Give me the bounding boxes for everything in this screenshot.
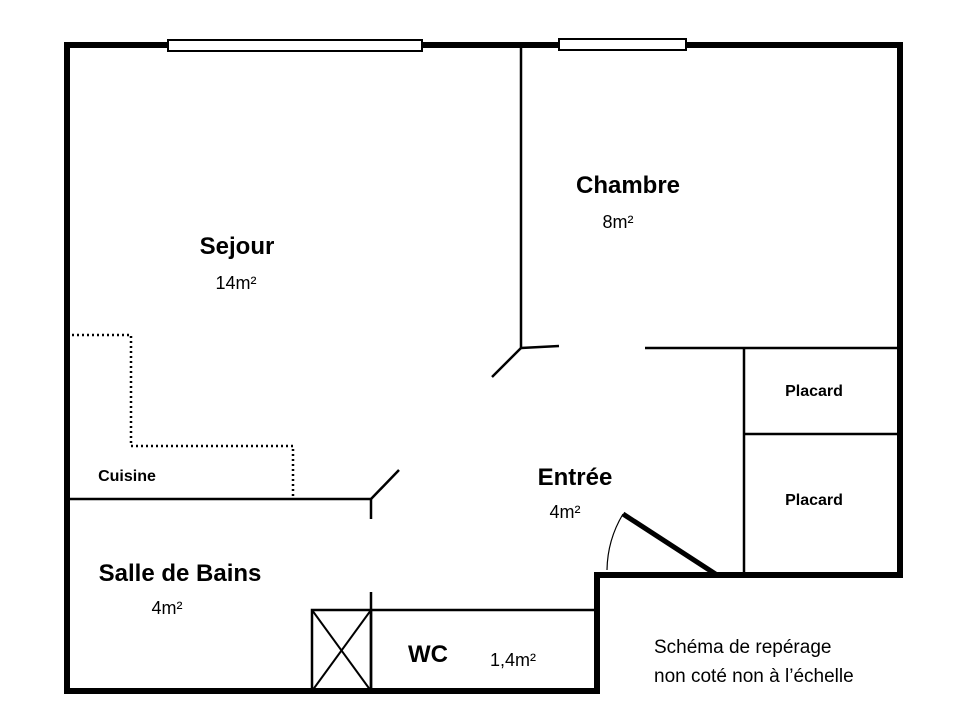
wall-chambre-door-jamb	[520, 344, 560, 350]
entrance-door-swing	[606, 513, 624, 571]
room-area-salle-de-bains: 4m²	[152, 598, 183, 618]
note-line-1: Schéma de repérage	[654, 637, 831, 658]
entrance-door	[621, 511, 719, 578]
shaft	[310, 608, 373, 693]
door-salle-de-bains	[370, 469, 400, 500]
room-name-placard-2: Placard	[785, 492, 843, 509]
room-name-cuisine: Cuisine	[98, 468, 156, 485]
room-name-salle-de-bains: Salle de Bains	[99, 560, 262, 587]
room-area-sejour: 14m²	[215, 273, 256, 293]
cuisine-outline	[67, 333, 295, 499]
room-area-wc: 1,4m²	[490, 650, 536, 670]
room-area-entree: 4m²	[550, 502, 581, 522]
room-name-chambre: Chambre	[576, 172, 680, 199]
room-name-sejour: Sejour	[200, 233, 275, 260]
window-chambre	[558, 38, 687, 51]
room-name-placard-1: Placard	[785, 383, 843, 400]
note-line-2: non coté non à l’échelle	[654, 666, 854, 687]
exterior-wall	[64, 42, 903, 694]
door-chambre	[491, 347, 522, 378]
room-area-chambre: 8m²	[603, 212, 634, 232]
room-name-wc: WC	[408, 641, 448, 668]
shaft-cross-2	[311, 609, 372, 692]
window-sejour	[167, 39, 423, 52]
room-name-entree: Entrée	[538, 464, 613, 491]
